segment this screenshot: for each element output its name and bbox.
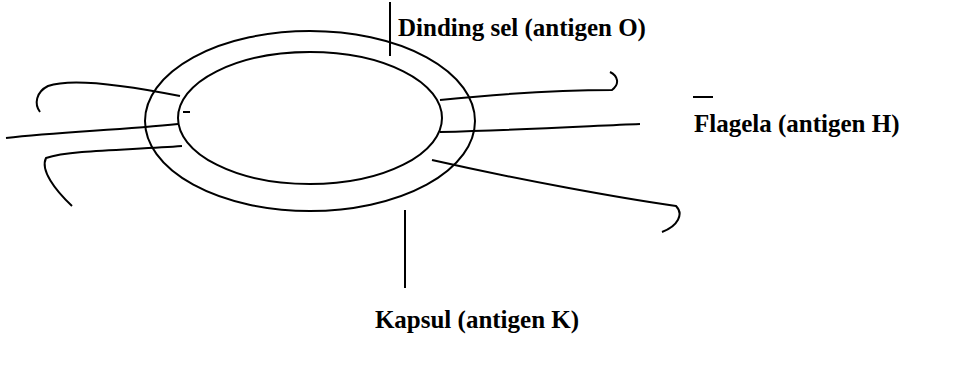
cell-wall-outline — [178, 52, 442, 184]
flagellum — [45, 146, 182, 206]
flagellum — [440, 124, 640, 132]
capsule-outline — [145, 31, 475, 211]
part-label: Flagela (antigen H) — [694, 110, 900, 138]
flagellum — [37, 82, 180, 112]
flagellum-base — [183, 111, 190, 113]
part-label: Kapsul (antigen K) — [375, 306, 579, 334]
leader-line — [389, 2, 391, 56]
flagellum — [432, 160, 680, 232]
part-label: Dinding sel (antigen O) — [398, 14, 646, 42]
leader-line — [693, 96, 713, 98]
leader-line — [404, 210, 406, 288]
flagellum — [440, 72, 617, 100]
flagellum — [6, 124, 178, 138]
